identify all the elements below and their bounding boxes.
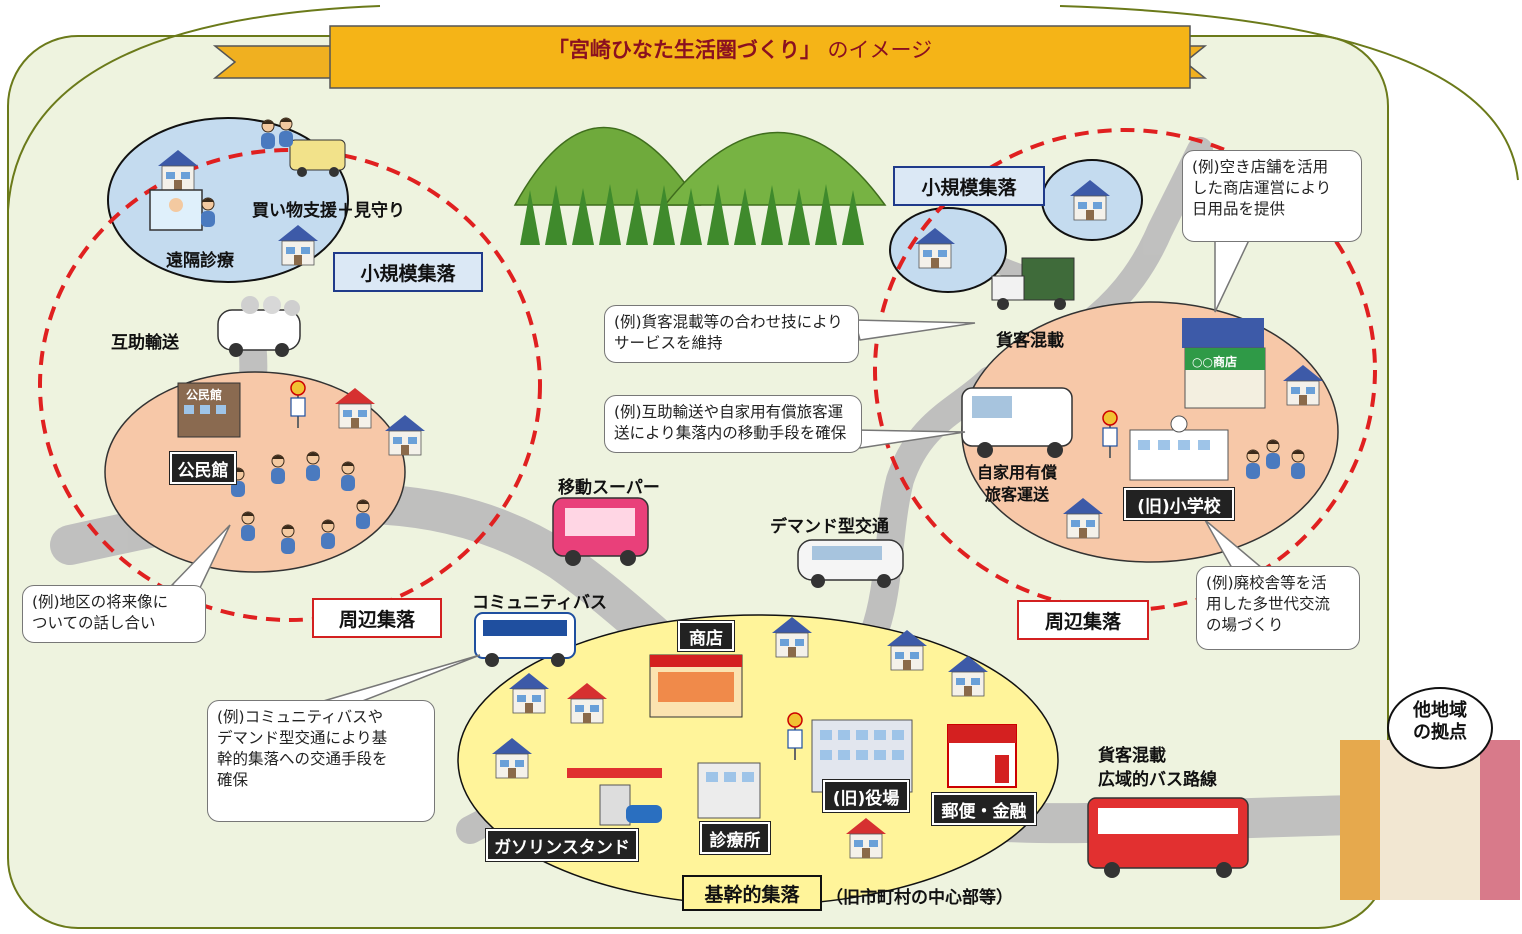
small-settlement-left-label: 小規模集落 — [333, 252, 483, 292]
gas-station-label: ガソリンスタンド — [486, 829, 638, 861]
title-banner — [212, 25, 1208, 89]
car-icon — [961, 387, 1073, 458]
telemedicine-label: 遠隔診療 — [166, 251, 234, 271]
shop-label: 商店 — [678, 621, 734, 651]
banner-title: 「宮崎ひなた生活圏づくり」 のイメージ — [420, 34, 1060, 64]
telemedicine-icon — [149, 189, 216, 231]
old-school-label: (旧)小学校 — [1124, 488, 1234, 520]
small-settlement-right-label: 小規模集落 — [893, 166, 1045, 206]
shopping-support-label: 買い物支援＋見守り — [252, 201, 405, 221]
old-office-label: (旧)役場 — [823, 780, 909, 812]
callout-empty-store: (例)空き店舗を活用 した商店運営により 日用品を提供 — [1182, 150, 1362, 242]
shop-sign: ○○商店 — [1192, 355, 1237, 369]
bus-icon — [474, 612, 576, 667]
demand-transport-label: デマンド型交通 — [770, 517, 889, 537]
callout-future-talk: (例)地区の将来像に ついての話し合い — [22, 585, 206, 643]
outer-arc-left — [7, 5, 381, 211]
shop-icon — [1182, 318, 1266, 409]
bus-icon — [1087, 797, 1249, 878]
community-hall-label: 公民館 — [170, 452, 236, 484]
truck-icon — [991, 257, 1075, 310]
post-finance-label: 郵便・金融 — [932, 793, 1036, 825]
core-settlement-label: 基幹的集落 — [682, 875, 822, 911]
callout-bus-access: (例)コミュニティバスや デマンド型交通により基 幹的集落への交通手段を 確保 — [207, 700, 435, 822]
truck-icon — [552, 497, 649, 566]
car-icon — [217, 296, 301, 357]
callout-closed-school: (例)廃校舎等を活 用した多世代交流 の場づくり — [1196, 566, 1360, 650]
truck-icon — [260, 117, 346, 177]
mutual-transport-label: 互助輸送 — [111, 333, 179, 353]
post-office-icon — [947, 724, 1017, 788]
cargo-mixed-label: 貨客混載 — [996, 331, 1064, 351]
shop-icon — [649, 654, 743, 718]
car-icon — [797, 539, 904, 588]
callout-mutual-private: (例)互助輸送や自家用有償旅客運 送により集落内の移動手段を確保 — [604, 395, 862, 453]
private-paid-transport-label: 自家用有償 旅客運送 — [976, 463, 1057, 504]
banner-title-suffix: のイメージ — [827, 38, 933, 62]
other-hub-label: 他地域 の拠点 — [1413, 700, 1467, 743]
school-icon — [1129, 415, 1306, 481]
banner-title-main: 「宮崎ひなた生活圏づくり」 — [547, 38, 821, 62]
callout-mixed-service: (例)貨客混載等の合わせ技により サービスを維持 — [604, 305, 859, 363]
core-settlement-note: （旧市町村の中心部等） — [826, 888, 1013, 908]
peripheral-settlement-right-label: 周辺集落 — [1017, 600, 1149, 640]
left-dashed-circle — [38, 148, 542, 622]
wide-bus-line-label: 貨客混載 広域的バス路線 — [1098, 746, 1217, 790]
gas-station-icon — [567, 768, 662, 826]
right-dashed-circle — [873, 128, 1377, 612]
building-icon — [1340, 687, 1520, 900]
building-icon — [177, 382, 241, 438]
peripheral-settlement-left-label: 周辺集落 — [312, 598, 442, 638]
mobile-supermarket-label: 移動スーパー — [558, 478, 660, 498]
clinic-label: 診療所 — [700, 822, 770, 854]
outer-arc-right — [1059, 5, 1519, 181]
building-icon — [697, 762, 761, 819]
hall-sign: 公民館 — [186, 388, 223, 402]
community-bus-label: コミュニティバス — [472, 593, 607, 613]
mountain-icon — [513, 126, 887, 245]
